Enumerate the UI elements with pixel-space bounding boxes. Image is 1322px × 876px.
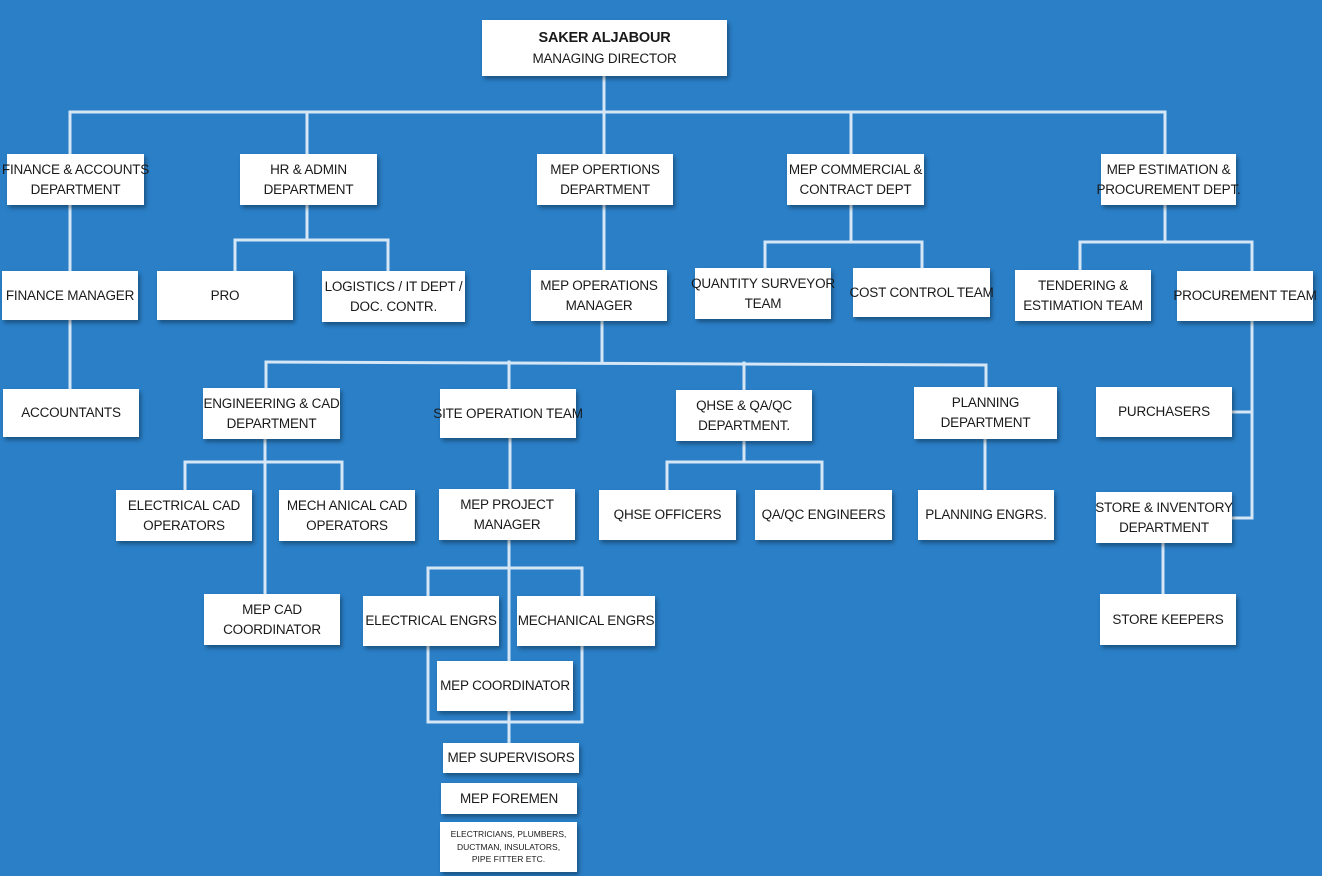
node-label: DEPARTMENT — [940, 415, 1031, 430]
electrical-engineers-box: ELECTRICAL ENGRS — [363, 596, 499, 646]
node-label: MEP SUPERVISORS — [447, 750, 575, 766]
node-label: MEP FOREMEN — [459, 790, 559, 806]
node-label: TEAM — [744, 295, 782, 311]
mep-project-manager-box: MEP PROJECT MANAGER — [439, 489, 575, 540]
node-label: MEP CAD — [242, 601, 302, 617]
mep-estimation-department-box: MEP ESTIMATION & PROCUREMENT DEPT. — [1096, 154, 1241, 205]
qhse-qaqc-box: QHSE & QA/QC DEPARTMENT. — [676, 390, 812, 441]
node-label: SITE OPERATION TEAM — [433, 405, 583, 421]
engineering-cad-box: ENGINEERING & CAD DEPARTMENT — [203, 388, 340, 439]
node-label: TENDERING & — [1037, 277, 1129, 293]
node-label: QHSE & QA/QC — [696, 397, 792, 413]
node-label: HR & ADMIN — [270, 161, 347, 177]
managing-director-name: SAKER ALJABOUR — [538, 29, 671, 46]
finance-manager-box: FINANCE MANAGER — [2, 271, 138, 320]
finance-accounts-department-box: FINANCE & ACCOUNTS DEPARTMENT — [2, 154, 149, 205]
node-label: PLANNING ENGRS. — [925, 507, 1047, 523]
planning-department-box: PLANNING DEPARTMENT — [914, 387, 1057, 439]
mep-coordinator-box: MEP COORDINATOR — [437, 661, 573, 711]
node-label: QA/QC ENGINEERS — [761, 507, 886, 523]
node-label: ELECTRICAL ENGRS — [365, 613, 497, 629]
node-label: MEP OPERATIONS — [540, 277, 658, 293]
node-label: ACCOUNTANTS — [21, 405, 121, 421]
node-label: STORE & INVENTORY — [1095, 499, 1233, 515]
node-label: DEPARTMENT — [1119, 519, 1209, 535]
node-label: OPERATORS — [143, 517, 225, 533]
node-label: STORE KEEPERS — [1112, 611, 1224, 627]
mep-cad-coordinator-box: MEP CAD COORDINATOR — [204, 594, 340, 645]
node-label: FINANCE MANAGER — [5, 287, 135, 303]
node-label: MEP ESTIMATION & — [1106, 161, 1231, 177]
node-label: DEPARTMENT — [30, 181, 121, 197]
procurement-team-box: PROCUREMENT TEAM — [1173, 271, 1317, 321]
mechanical-engineers-box: MECHANICAL ENGRS — [517, 596, 655, 646]
qhse-officers-box: QHSE OFFICERS — [599, 490, 736, 540]
node-label: MECH ANICAL CAD — [286, 497, 408, 513]
node-label: QHSE OFFICERS — [613, 507, 722, 523]
quantity-surveyor-box: QUANTITY SURVEYOR TEAM — [691, 268, 835, 319]
mep-commercial-department-box: MEP COMMERCIAL & CONTRACT DEPT — [787, 154, 924, 205]
mep-operations-department-box: MEP OPERTIONS DEPARTMENT — [537, 154, 673, 205]
node-label: DEPARTMENT — [560, 181, 650, 197]
hr-admin-department-box: HR & ADMIN DEPARTMENT — [240, 154, 377, 205]
trades-box: ELECTRICIANS, PLUMBERS, DUCTMAN, INSULAT… — [440, 822, 577, 872]
tendering-estimation-box: TENDERING & ESTIMATION TEAM — [1015, 270, 1151, 321]
node-label: MECHANICAL ENGRS — [517, 613, 655, 629]
purchasers-box: PURCHASERS — [1096, 387, 1232, 437]
node-label: DEPARTMENT — [263, 181, 354, 197]
node-label: LOGISTICS / IT DEPT / — [324, 278, 463, 294]
node-label: DOC. CONTR. — [349, 298, 438, 314]
store-keepers-box: STORE KEEPERS — [1100, 594, 1236, 645]
cost-control-box: COST CONTROL TEAM — [849, 268, 994, 317]
node-label: OPERATORS — [306, 517, 388, 533]
node-label: ESTIMATION TEAM — [1023, 297, 1143, 313]
mechanical-cad-box: MECH ANICAL CAD OPERATORS — [279, 490, 415, 541]
planning-engineers-box: PLANNING ENGRS. — [918, 490, 1054, 540]
node-label: DEPARTMENT. — [698, 417, 790, 433]
site-operation-box: SITE OPERATION TEAM — [433, 389, 583, 438]
mep-supervisors-box: MEP SUPERVISORS — [443, 743, 579, 773]
node-label: ELECTRICIANS, PLUMBERS, — [450, 828, 567, 839]
node-label: MANAGER — [565, 297, 633, 313]
node-label: DUCTMAN, INSULATORS, — [456, 841, 561, 852]
node-label: MEP COORDINATOR — [440, 678, 570, 694]
node-label: PLANNING — [951, 395, 1020, 411]
node-label: CONTRACT DEPT — [799, 181, 912, 197]
qaqc-engineers-box: QA/QC ENGINEERS — [755, 490, 892, 540]
node-label: FINANCE & ACCOUNTS — [1, 161, 150, 177]
store-inventory-box: STORE & INVENTORY DEPARTMENT — [1095, 492, 1233, 543]
managing-director-box: SAKER ALJABOUR MANAGING DIRECTOR — [482, 20, 727, 76]
node-label: DEPARTMENT — [226, 415, 317, 431]
node-label: QUANTITY SURVEYOR — [691, 275, 835, 291]
node-label: ENGINEERING & CAD — [203, 395, 340, 411]
node-label: MEP OPERTIONS — [550, 161, 660, 177]
node-label: PROCUREMENT TEAM — [1173, 288, 1317, 304]
mep-foremen-box: MEP FOREMEN — [441, 783, 577, 814]
node-label: PROCUREMENT DEPT. — [1096, 181, 1241, 197]
electrical-cad-box: ELECTRICAL CAD OPERATORS — [116, 490, 252, 541]
accountants-box: ACCOUNTANTS — [3, 389, 139, 437]
managing-director-title: MANAGING DIRECTOR — [532, 50, 677, 66]
node-label: MEP COMMERCIAL & — [788, 161, 923, 177]
node-label: PRO — [210, 287, 240, 303]
mep-operations-manager-box: MEP OPERATIONS MANAGER — [531, 270, 667, 321]
node-label: MEP PROJECT — [460, 496, 554, 512]
pro-box: PRO — [157, 271, 293, 320]
node-label: MANAGER — [473, 516, 541, 532]
node-label: PIPE FITTER ETC. — [471, 854, 546, 865]
logistics-box: LOGISTICS / IT DEPT / DOC. CONTR. — [322, 271, 465, 322]
node-label: COORDINATOR — [223, 621, 321, 637]
node-label: COST CONTROL TEAM — [849, 284, 994, 300]
node-label: PURCHASERS — [1118, 404, 1210, 420]
node-label: ELECTRICAL CAD — [127, 497, 241, 513]
